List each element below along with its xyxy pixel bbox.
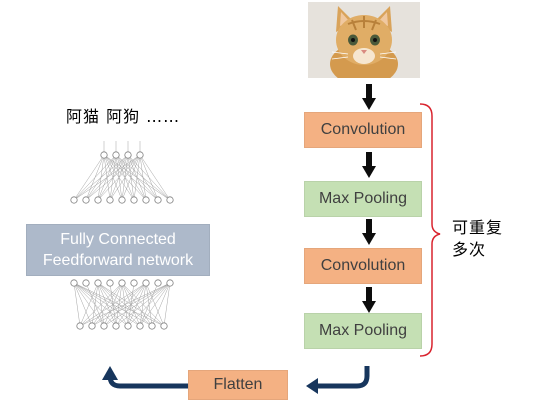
fully-connected-block: Fully Connected Feedforward network — [26, 224, 210, 276]
repeat-label-line-2: 多次 — [452, 240, 487, 259]
repeat-label-line-1: 可重复 — [452, 218, 504, 237]
neural-network-graphic — [70, 141, 174, 330]
fully-connected-line-1: Fully Connected — [60, 231, 176, 248]
convolution-block-2: Convolution — [304, 248, 422, 284]
flatten-block: Flatten — [188, 370, 288, 400]
fully-connected-line-2: Feedforward network — [42, 252, 194, 269]
max-pooling-block-2: Max Pooling — [304, 313, 422, 349]
output-classes-label: 阿猫 阿狗 …… — [66, 107, 181, 126]
max-pooling-block-1: Max Pooling — [304, 181, 422, 217]
repeat-bracket — [419, 103, 441, 357]
flow-arrow-to-network — [102, 366, 188, 389]
cat-input-image — [308, 2, 420, 78]
flow-arrow-to-flatten — [306, 366, 370, 394]
flow-arrows-down — [362, 84, 376, 313]
convolution-block-1: Convolution — [304, 112, 422, 148]
